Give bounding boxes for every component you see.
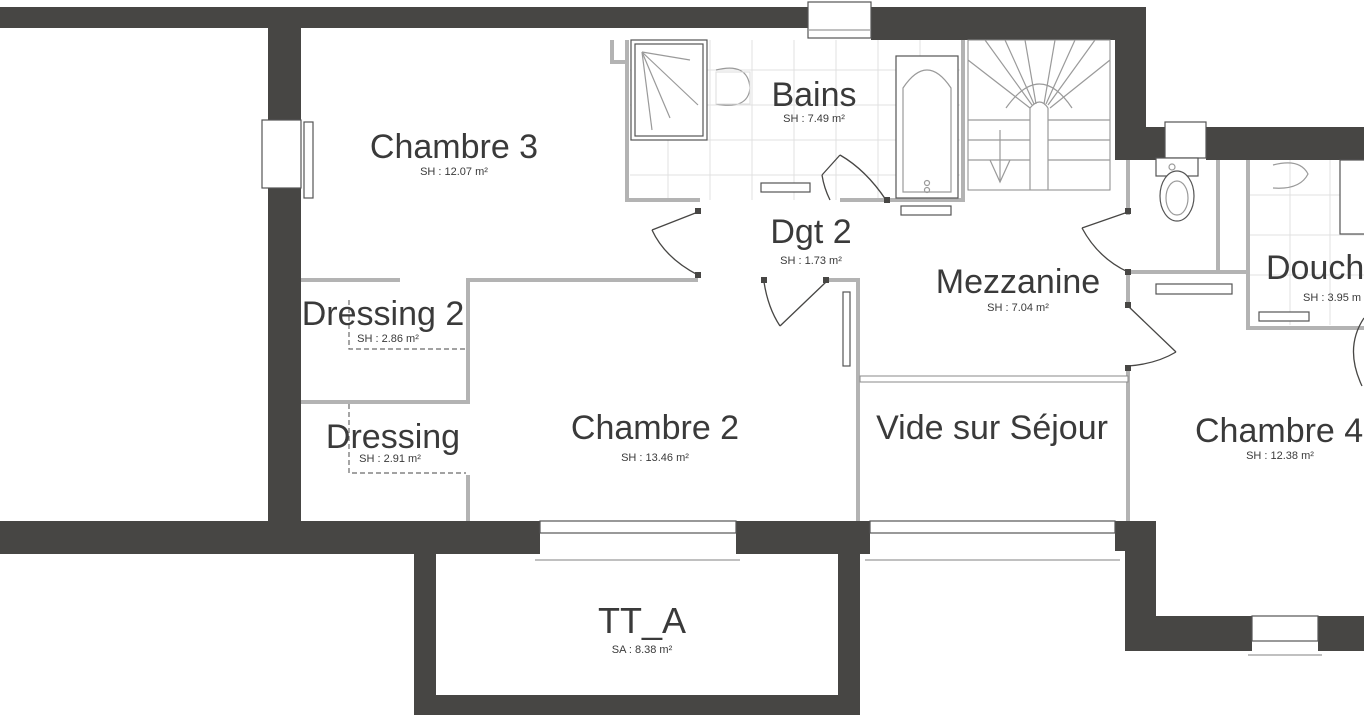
room-area: SH : 3.95 m	[1303, 292, 1361, 304]
room-name: Mezzanine	[936, 263, 1100, 301]
room-area: SH : 12.07 m²	[420, 166, 488, 178]
room-dressing2: Dressing 2 SH : 2.86 m²	[302, 295, 465, 345]
room-name: Dressing	[326, 418, 460, 456]
shower-tray-icon	[630, 39, 708, 141]
room-name: Chambre 2	[571, 409, 739, 447]
room-area: SH : 2.86 m²	[357, 333, 419, 345]
room-area: SH : 1.73 m²	[780, 255, 842, 267]
room-area: SH : 13.46 m²	[621, 452, 689, 464]
room-area: SH : 7.04 m²	[987, 302, 1049, 314]
room-bains: Bains SH : 7.49 m²	[771, 76, 856, 125]
room-dgt2: Dgt 2 SH : 1.73 m²	[770, 213, 851, 267]
room-area: SH : 2.91 m²	[359, 453, 421, 465]
room-name: Dressing 2	[302, 295, 465, 333]
door-jambs	[695, 197, 1131, 371]
washbasin-icon	[715, 67, 751, 106]
dressing-rails	[348, 300, 466, 474]
room-name: Douch	[1266, 249, 1364, 287]
staircase-icon	[967, 39, 1111, 191]
douche-washbasin-icon	[1155, 159, 1364, 322]
room-vide-sejour: Vide sur Séjour	[876, 409, 1108, 447]
room-chambre4: Chambre 4 SH : 12.38 m²	[1195, 412, 1363, 462]
room-name: Chambre 3	[370, 128, 538, 166]
room-mezzanine: Mezzanine SH : 7.04 m²	[936, 263, 1100, 314]
room-name: Chambre 4	[1195, 412, 1363, 450]
windows	[261, 1, 1322, 656]
partitions	[301, 40, 1364, 521]
room-area: SH : 12.38 m²	[1246, 450, 1314, 462]
doors	[651, 154, 1364, 387]
room-name: TT_A	[598, 600, 686, 641]
room-tt-a: TT_A SA : 8.38 m²	[598, 600, 686, 656]
room-name: Bains	[771, 76, 856, 114]
room-area: SH : 7.49 m²	[783, 113, 845, 125]
exterior-walls	[0, 7, 1364, 715]
radiator-icon	[760, 182, 811, 193]
room-douche: Douch SH : 3.95 m	[1266, 249, 1364, 304]
bathtub-icon	[895, 55, 959, 216]
room-name: Vide sur Séjour	[876, 409, 1108, 447]
mezzanine-railing	[842, 291, 1129, 383]
room-chambre3: Chambre 3 SH : 12.07 m²	[370, 128, 538, 178]
room-dressing: Dressing SH : 2.91 m²	[326, 418, 460, 465]
room-area: SA : 8.38 m²	[612, 644, 673, 656]
toilet-icon	[1155, 157, 1199, 222]
room-chambre2: Chambre 2 SH : 13.46 m²	[571, 409, 739, 464]
room-name: Dgt 2	[770, 213, 851, 251]
